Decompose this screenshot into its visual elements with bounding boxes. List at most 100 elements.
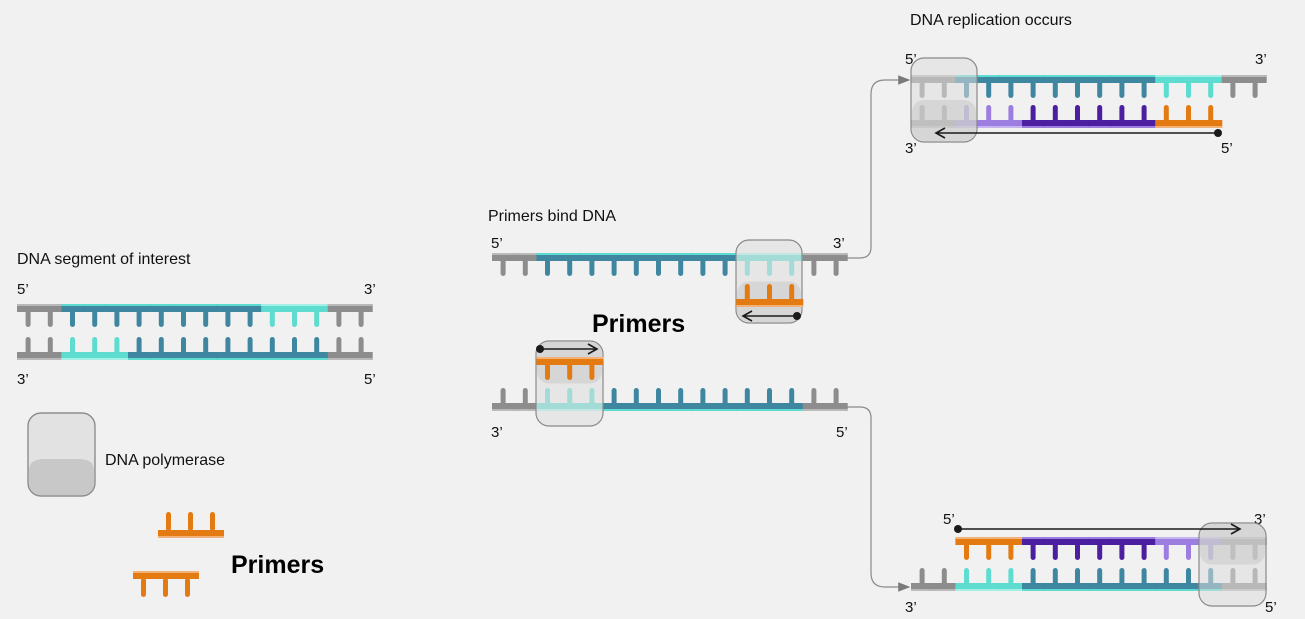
- base-tick: [633, 259, 639, 276]
- bind-lower-primer: [536, 357, 604, 380]
- backbone-segment: [261, 304, 284, 312]
- backbone-highlight: [1110, 75, 1134, 77]
- segment-bottom-strand: [17, 337, 373, 360]
- backbone-segment: [780, 403, 804, 411]
- base-tick: [225, 310, 231, 327]
- base-tick: [567, 363, 573, 380]
- base-tick: [181, 337, 186, 354]
- base-tick: [136, 337, 142, 354]
- backbone-segment: [669, 403, 693, 411]
- backbone-segment: [172, 352, 196, 360]
- backbone-highlight: [514, 409, 537, 411]
- base-tick: [1141, 81, 1147, 98]
- backbone-highlight: [61, 358, 85, 360]
- backbone-segment: [977, 537, 1001, 545]
- base-tick: [1008, 81, 1014, 98]
- base-tick: [1119, 81, 1125, 98]
- polymerase-shade: [1200, 524, 1265, 565]
- base-tick: [500, 259, 506, 276]
- backbone-highlight: [1177, 537, 1201, 539]
- backbone-highlight: [1221, 75, 1245, 77]
- backbone-segment: [802, 253, 826, 261]
- backbone-segment: [261, 352, 284, 360]
- backbone-highlight: [714, 253, 737, 255]
- start-dot: [536, 345, 544, 353]
- base-tick: [589, 363, 595, 380]
- backbone-highlight: [1133, 75, 1156, 77]
- backbone-segment: [194, 352, 218, 360]
- backbone-segment: [61, 304, 85, 312]
- backbone-highlight: [1155, 75, 1178, 77]
- backbone-highlight: [758, 409, 782, 411]
- backbone-segment: [1177, 537, 1201, 545]
- backbone-highlight: [1177, 126, 1201, 128]
- rep2-bottom-left-end: 3’: [905, 599, 917, 616]
- backbone-segment: [647, 403, 671, 411]
- backbone-highlight: [194, 304, 218, 306]
- backbone-segment: [580, 357, 604, 365]
- bind-lower-left-end: 3’: [491, 424, 503, 441]
- backbone-segment: [1155, 537, 1178, 545]
- backbone-segment: [327, 352, 351, 360]
- backbone-segment: [1110, 583, 1134, 591]
- backbone-segment: [977, 583, 1001, 591]
- backbone-highlight: [580, 357, 604, 359]
- base-tick: [611, 388, 617, 405]
- base-tick: [789, 284, 795, 301]
- backbone-segment: [1155, 75, 1178, 83]
- backbone-highlight: [802, 409, 826, 411]
- start-dot: [793, 312, 801, 320]
- backbone-highlight: [758, 305, 782, 307]
- base-tick: [1186, 105, 1191, 122]
- backbone-segment: [714, 403, 737, 411]
- polymerase-outline: [910, 57, 978, 143]
- base-tick: [744, 388, 750, 405]
- base-tick: [247, 310, 253, 327]
- base-tick: [1075, 568, 1080, 585]
- base-tick: [158, 310, 164, 327]
- rep-bottom-template-strand: [911, 568, 1267, 591]
- base-tick: [47, 337, 53, 354]
- bind-upper-right-end: 3’: [833, 235, 845, 252]
- base-tick: [358, 310, 364, 327]
- backbone-segment: [492, 253, 515, 261]
- backbone-highlight: [1155, 537, 1178, 539]
- backbone-highlight: [736, 305, 759, 307]
- base-tick: [92, 310, 98, 327]
- backbone-segment: [492, 403, 515, 411]
- backbone-highlight: [128, 304, 151, 306]
- backbone-highlight: [1110, 537, 1134, 539]
- backbone-segment: [625, 253, 648, 261]
- backbone-segment: [1088, 583, 1112, 591]
- base-tick: [114, 310, 120, 327]
- backbone-segment: [1044, 583, 1067, 591]
- backbone-highlight: [736, 409, 759, 411]
- backbone-segment: [825, 403, 848, 411]
- arrow-head: [741, 310, 753, 322]
- base-tick: [1141, 543, 1147, 560]
- backbone-highlight: [150, 358, 173, 360]
- backbone-highlight: [1110, 126, 1134, 128]
- backbone-highlight: [172, 358, 196, 360]
- base-tick: [1163, 81, 1169, 98]
- backbone-highlight: [1110, 589, 1134, 591]
- backbone-segment: [999, 583, 1023, 591]
- base-tick: [70, 337, 75, 354]
- base-tick: [722, 388, 728, 405]
- backbone-segment: [536, 253, 560, 261]
- base-tick: [964, 543, 969, 560]
- backbone-segment: [1133, 537, 1156, 545]
- base-tick: [1208, 81, 1214, 98]
- segment-top-strand: [17, 304, 373, 327]
- backbone-highlight: [1066, 589, 1090, 591]
- base-tick: [1141, 568, 1147, 585]
- backbone-highlight: [327, 358, 351, 360]
- backbone-highlight: [1155, 589, 1178, 591]
- backbone-segment: [83, 304, 107, 312]
- base-tick: [203, 337, 209, 354]
- backbone-segment: [603, 253, 626, 261]
- primer-icon-up: [158, 512, 224, 538]
- backbone-highlight: [1244, 75, 1267, 77]
- backbone-highlight: [647, 253, 671, 255]
- backbone-highlight: [1155, 126, 1178, 128]
